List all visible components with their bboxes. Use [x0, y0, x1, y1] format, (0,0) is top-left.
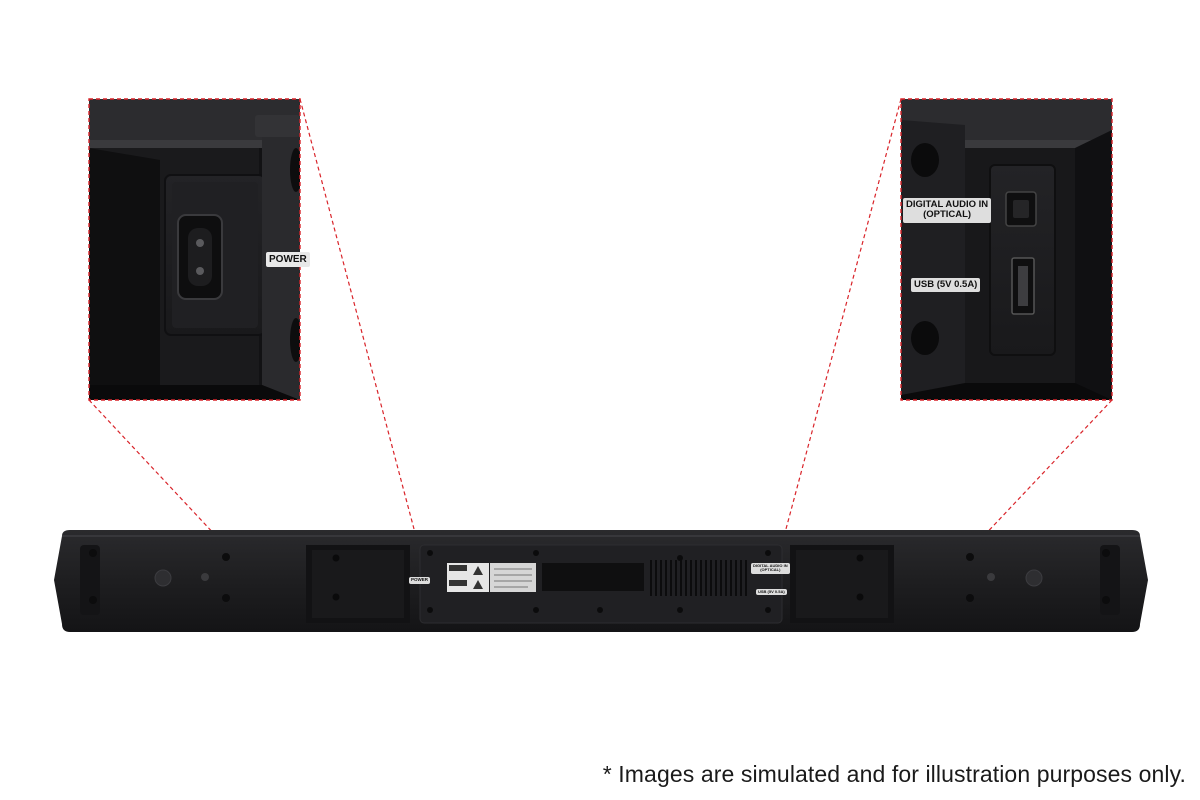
optical-port-label: DIGITAL AUDIO IN (OPTICAL): [903, 198, 992, 223]
usb-port-label: USB (5V 0.5A): [911, 278, 981, 293]
soundbar-optical-label: DIGITAL AUDIO IN (OPTICAL): [751, 563, 790, 574]
soundbar-rear: [54, 530, 1148, 632]
power-port-label: POWER: [266, 252, 310, 267]
soundbar-usb-label: USB (5V 0.5A): [756, 589, 787, 596]
right-zoom-panel: [901, 99, 1112, 400]
right-zoom-frame: [900, 98, 1113, 401]
soundbar-power-label: POWER: [409, 577, 431, 584]
left-zoom-panel: [89, 99, 300, 400]
left-zoom-frame: [88, 98, 301, 401]
disclaimer-text: * Images are simulated and for illustrat…: [602, 761, 1186, 787]
